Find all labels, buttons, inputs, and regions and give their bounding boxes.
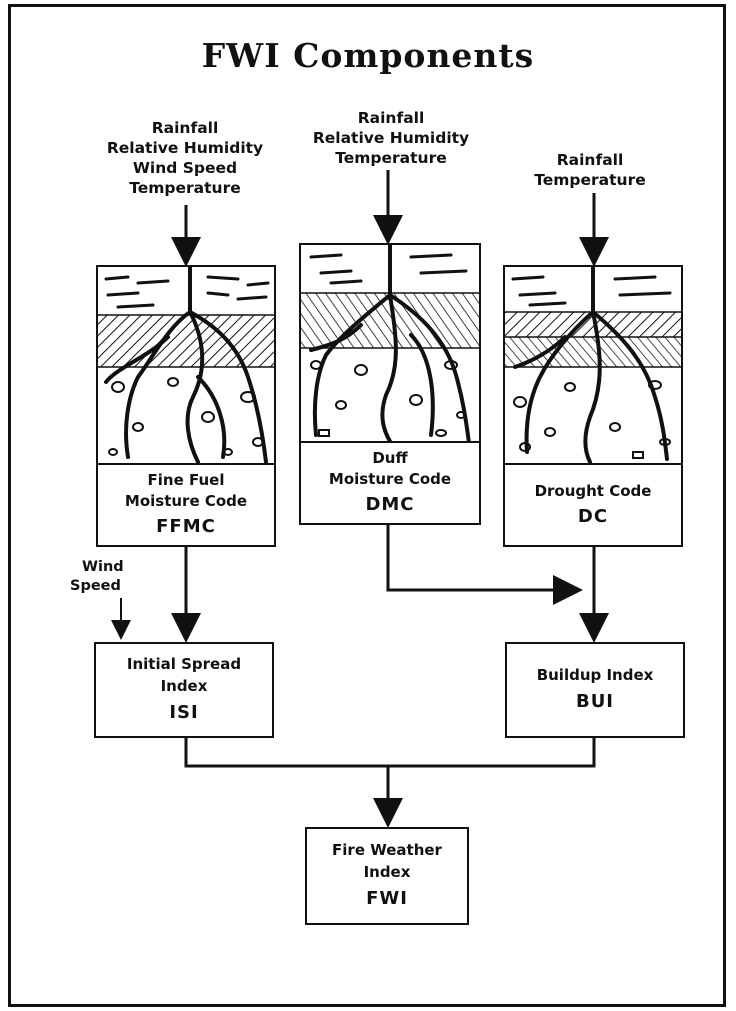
connector-isi-bui <box>186 738 594 766</box>
arrow-dmc-to-bui <box>388 525 574 590</box>
